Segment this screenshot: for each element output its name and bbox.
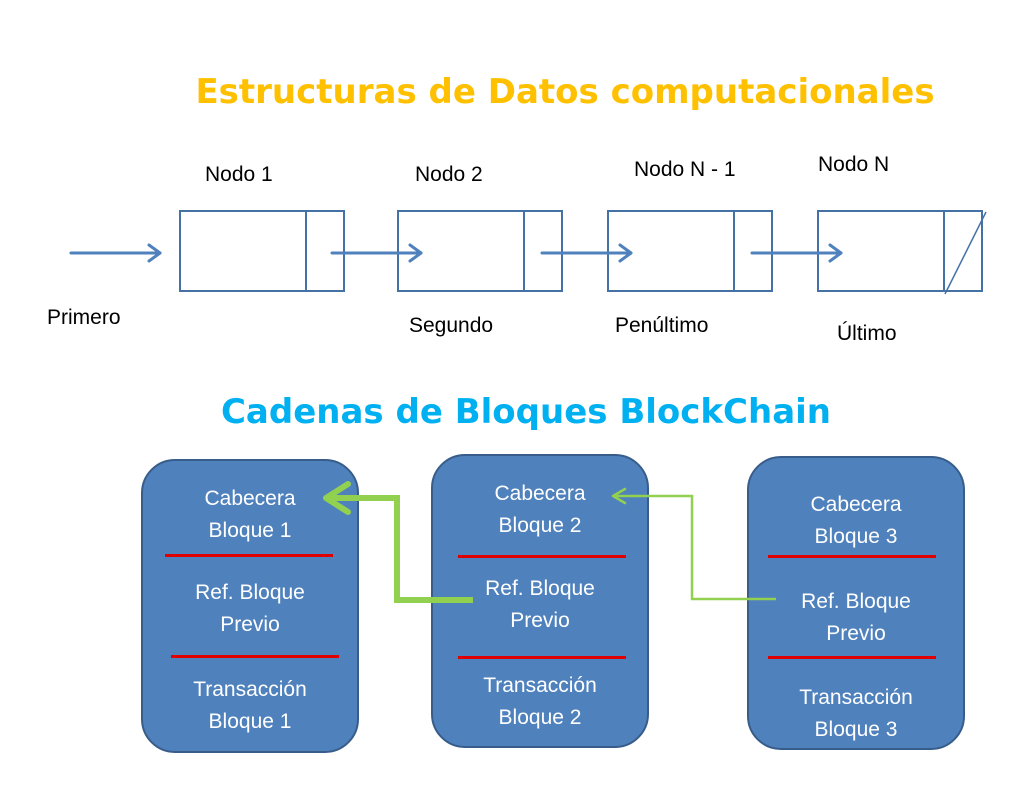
node-n-label: Nodo N — [818, 153, 890, 176]
next-arrow-1 — [330, 243, 423, 263]
block-separator — [768, 656, 936, 659]
list-node-2 — [397, 210, 563, 292]
next-arrow-2 — [540, 243, 633, 263]
block-2-tx: Transacción Bloque 2 — [483, 674, 597, 729]
node-pointer-divider — [305, 212, 307, 290]
node-pointer-divider — [523, 212, 525, 290]
block-separator — [458, 656, 626, 659]
block-separator — [768, 555, 936, 558]
list-node-1 — [179, 210, 345, 292]
node-n-1-label: Nodo N - 1 — [634, 158, 736, 181]
ref-arrow-block2-to-block1 — [323, 481, 473, 603]
block-2-ref: Ref. Bloque Previo — [485, 577, 595, 632]
ref-arrow-block3-to-block2 — [611, 487, 776, 601]
title-data-structures: Estructuras de Datos computacionales — [195, 72, 935, 112]
title-blockchain: Cadenas de Bloques BlockChain — [220, 392, 831, 432]
head-label: Primero — [47, 306, 121, 329]
block-1-ref: Ref. Bloque Previo — [195, 581, 305, 636]
block-2-header: Cabecera Bloque 2 — [494, 482, 586, 537]
block-3-header: Cabecera Bloque 3 — [810, 493, 902, 548]
block-3-ref: Ref. Bloque Previo — [801, 590, 911, 645]
block-3-tx: Transacción Bloque 3 — [799, 686, 913, 741]
block-1-header: Cabecera Bloque 1 — [204, 487, 296, 542]
head-arrow — [69, 243, 162, 263]
node-pointer-divider — [733, 212, 735, 290]
second-label: Segundo — [409, 314, 494, 337]
last-label: Último — [837, 322, 897, 345]
block-1-tx: Transacción Bloque 1 — [193, 678, 307, 733]
block-2: Cabecera Bloque 2 Ref. Bloque Previo Tra… — [431, 454, 649, 748]
node-pointer-divider — [943, 212, 945, 290]
penultimate-label: Penúltimo — [615, 314, 709, 337]
next-arrow-3 — [750, 243, 843, 263]
block-3: Cabecera Bloque 3 Ref. Bloque Previo Tra… — [747, 456, 965, 750]
block-1: Cabecera Bloque 1 Ref. Bloque Previo Tra… — [141, 459, 359, 753]
list-node-n-1 — [607, 210, 773, 292]
node-2-label: Nodo 2 — [415, 163, 483, 186]
block-separator — [458, 555, 626, 558]
node-1-label: Nodo 1 — [205, 163, 273, 186]
null-pointer-slash — [944, 211, 987, 295]
block-separator — [165, 554, 333, 557]
block-separator — [171, 655, 339, 658]
list-node-n — [817, 210, 983, 292]
